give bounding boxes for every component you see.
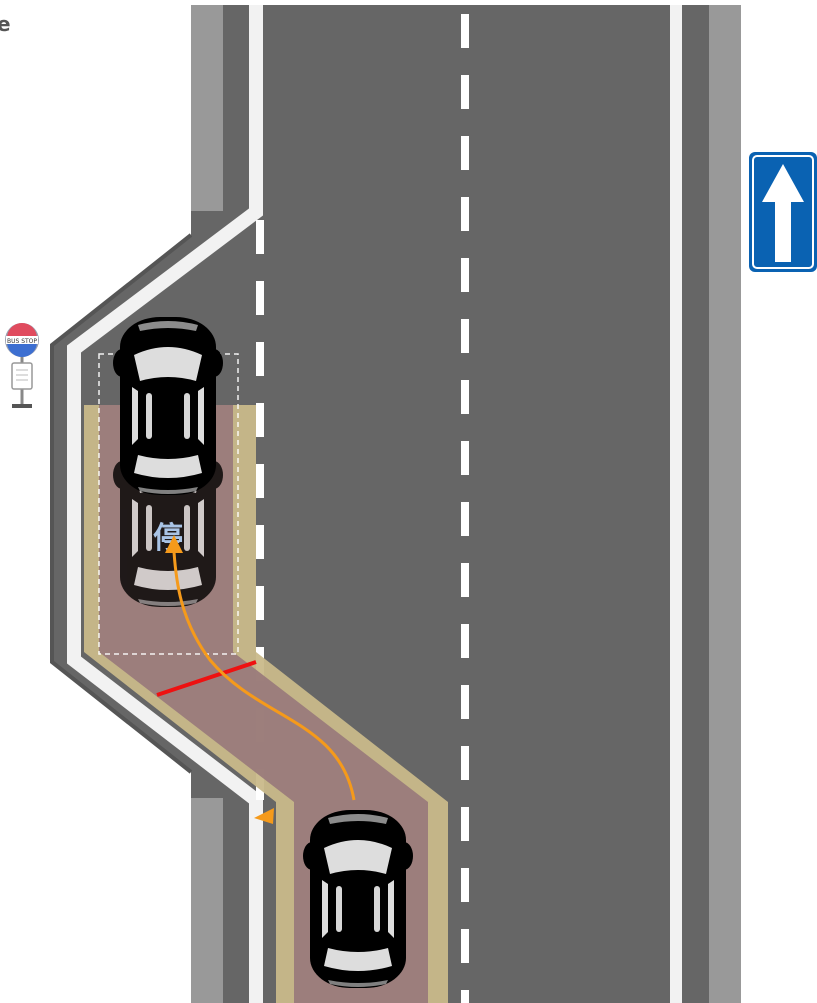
bus-stop-text: BUS STOP [7, 338, 37, 345]
sidewalk-right [709, 5, 741, 1003]
up-arrow-sign-icon [749, 152, 817, 272]
curved-arrow-icon [172, 551, 356, 801]
edge-line-left [67, 5, 263, 1003]
sidewalk-left-bottom [191, 798, 223, 1003]
red-car: .redcar .car-fill{fill:#f01c3c;} [113, 317, 223, 495]
bus-stop-icon: BUS STOP [5, 323, 39, 408]
small-arrowhead-icon [254, 808, 274, 824]
arrowhead-icon [165, 535, 183, 553]
limit-line [156, 660, 257, 697]
corner-text: e [0, 12, 11, 36]
parking-space-outline [98, 353, 239, 655]
sidewalk-left-top [191, 5, 223, 211]
bay-outline [50, 233, 193, 774]
blue-car: .bluecar .car-fill{fill:#1a98f5;} [303, 810, 413, 988]
